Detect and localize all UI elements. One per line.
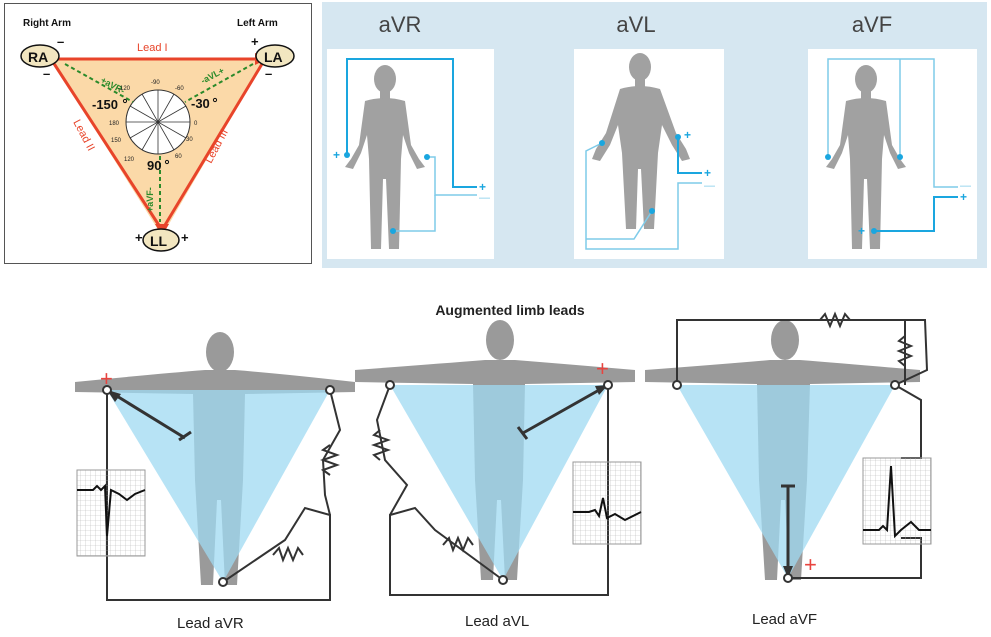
lead-wiring (375, 384, 609, 596)
lead-ii-line (49, 58, 164, 231)
resistors (819, 311, 914, 367)
avl-output-plus: + (704, 166, 711, 180)
angle-m30-big: -30 (191, 96, 210, 111)
avf-reference-wiring (827, 58, 958, 188)
avr-card: + + — (327, 49, 494, 259)
svg-text:–: – (265, 66, 272, 81)
right-arm-label: Right Arm (23, 18, 71, 29)
body-silhouette (826, 65, 906, 249)
la-label: LA (264, 49, 283, 65)
avr-wiring (346, 58, 477, 232)
polarity-signs: – – + – + + (43, 34, 272, 245)
angle-180: 180 (109, 121, 120, 127)
lead-avf-plus: + (804, 552, 817, 577)
angle-90-big: 90 (147, 158, 161, 173)
einthoven-triangle-diagram: +aVR- -aVL+ +aVF- Lead I Lead II Lead II… (20, 18, 295, 252)
avf-output-minus: — (960, 180, 971, 192)
avf-card-drawing: + — + (825, 58, 971, 249)
augmented-limb-leads-title: Augmented limb leads (435, 302, 585, 318)
angle-m90: -90 (151, 80, 160, 86)
ecg-waveform (863, 465, 931, 539)
ra-electrode (20, 44, 60, 68)
ecg-strip (862, 457, 932, 545)
lead-avr-figure: + (75, 332, 355, 601)
lead-triangle (107, 390, 330, 582)
angle-0: 0 (194, 121, 198, 127)
avf-output-plus: + (960, 190, 967, 204)
svg-text:+: + (251, 34, 259, 49)
avl-reference-wiring (585, 142, 702, 250)
avf-wiring (874, 196, 958, 232)
lead-vector (522, 383, 609, 435)
hexaxial-spokes (126, 90, 190, 154)
angle-m150-big: -150 (92, 97, 118, 112)
ll-electrode (142, 228, 180, 252)
avl-card-title: aVL (616, 12, 656, 37)
la-electrode (255, 44, 295, 68)
lead-iii-line (160, 58, 267, 231)
lead-vector (106, 388, 186, 440)
svg-text:+: + (181, 230, 189, 245)
ra-label: RA (28, 49, 48, 65)
lead-i-label: Lead I (137, 42, 168, 54)
ecg-waveform (77, 483, 146, 537)
angle-60: 60 (175, 154, 182, 160)
avl-wiring (677, 137, 702, 174)
angle-30: 30 (186, 137, 193, 143)
svg-text:+: + (135, 230, 143, 245)
augmented-limb-leads-figure: Augmented limb leads (55, 290, 965, 635)
angle-m120: -120 (118, 86, 131, 92)
avf-card: + — + (808, 49, 977, 259)
lead-avl-figure: + (355, 320, 642, 596)
body-silhouette (345, 65, 425, 249)
ll-label: LL (150, 233, 168, 249)
angle-120: 120 (124, 157, 135, 163)
avr-output-minus: — (479, 192, 490, 204)
avr-card-drawing: + + — (333, 58, 490, 249)
lead-avf-label: Lead aVF (752, 611, 818, 628)
avl-card-drawing: + + — (585, 53, 715, 250)
svg-text:–: – (57, 34, 64, 49)
avf-axis-label: +aVF- (145, 187, 155, 212)
lead-avf-figure: + (645, 311, 932, 583)
avr-output-plus: + (479, 180, 486, 194)
angle-small-labels: -120 -90 -60 180 0 150 30 120 60 (109, 80, 198, 163)
lead-triangle (390, 385, 608, 580)
svg-text:–: – (43, 66, 50, 81)
ecg-waveform (573, 497, 642, 522)
einthoven-triangle-panel: +aVR- -aVL+ +aVF- Lead I Lead II Lead II… (4, 3, 312, 264)
lead-avr-plus: + (100, 366, 113, 391)
avl-card: + + — (574, 49, 724, 259)
angle-m60: -60 (175, 86, 184, 92)
avl-electrode-plus: + (684, 128, 691, 142)
avf-card-title: aVF (851, 12, 893, 37)
lead-triangle (677, 385, 895, 578)
body-silhouette (592, 53, 690, 229)
avl-output-minus: — (704, 180, 715, 192)
angle-150: 150 (111, 138, 122, 144)
ecg-strip (76, 469, 146, 557)
lead-avl-label: Lead aVL (465, 613, 530, 630)
avf-electrode-plus: + (858, 224, 865, 238)
avr-card-title: aVR (378, 12, 422, 37)
ecg-strip (572, 461, 642, 545)
avr-electrode-plus: + (333, 148, 340, 162)
lead-avr-label: Lead aVR (177, 615, 244, 632)
left-arm-label: Left Arm (237, 18, 278, 29)
augmented-axes (64, 63, 254, 222)
lead-avl-plus: + (596, 356, 609, 381)
resistors (272, 429, 474, 563)
augmented-limb-leads-drawing: + + (75, 311, 932, 601)
augmented-leads-wiring-panel: aVR aVL aVF + + — (322, 2, 987, 268)
